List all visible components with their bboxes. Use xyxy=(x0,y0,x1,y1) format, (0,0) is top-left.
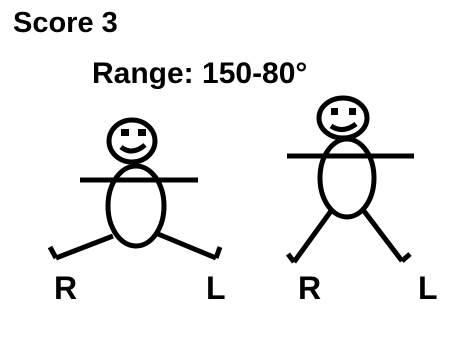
figure-1-head xyxy=(106,117,158,165)
figure-2-left-leg xyxy=(362,209,404,263)
figure-2-right-foot xyxy=(286,252,296,264)
stick-figure-wide xyxy=(47,117,223,261)
range-title: Range: 150-80° xyxy=(92,57,308,90)
figure-1-right-side-label: R xyxy=(54,270,78,306)
figure-1-smile xyxy=(119,143,147,154)
figure-2-right-leg xyxy=(291,209,334,264)
score-title: Score 3 xyxy=(13,7,118,39)
figure-1-left-foot xyxy=(213,246,223,259)
figure-2-left-foot xyxy=(400,252,412,263)
figure-1-left-leg xyxy=(157,231,217,261)
figure-2-smile xyxy=(329,121,358,132)
figure-1-left-eye xyxy=(121,129,129,136)
figure-1-body xyxy=(105,163,167,249)
figure-2-body xyxy=(317,136,377,220)
figure-2-left-side-label: L xyxy=(418,270,438,306)
figure-2-right-side-label: R xyxy=(298,270,322,306)
figure-2-right-eye xyxy=(349,108,356,115)
figure-1-right-foot xyxy=(47,245,59,260)
figure-1-left-side-label: L xyxy=(206,270,226,306)
stick-figure-narrow xyxy=(286,95,414,264)
figure-1-right-leg xyxy=(55,233,114,261)
figure-1-right-eye xyxy=(138,129,146,136)
figure-2-left-eye xyxy=(331,108,338,115)
